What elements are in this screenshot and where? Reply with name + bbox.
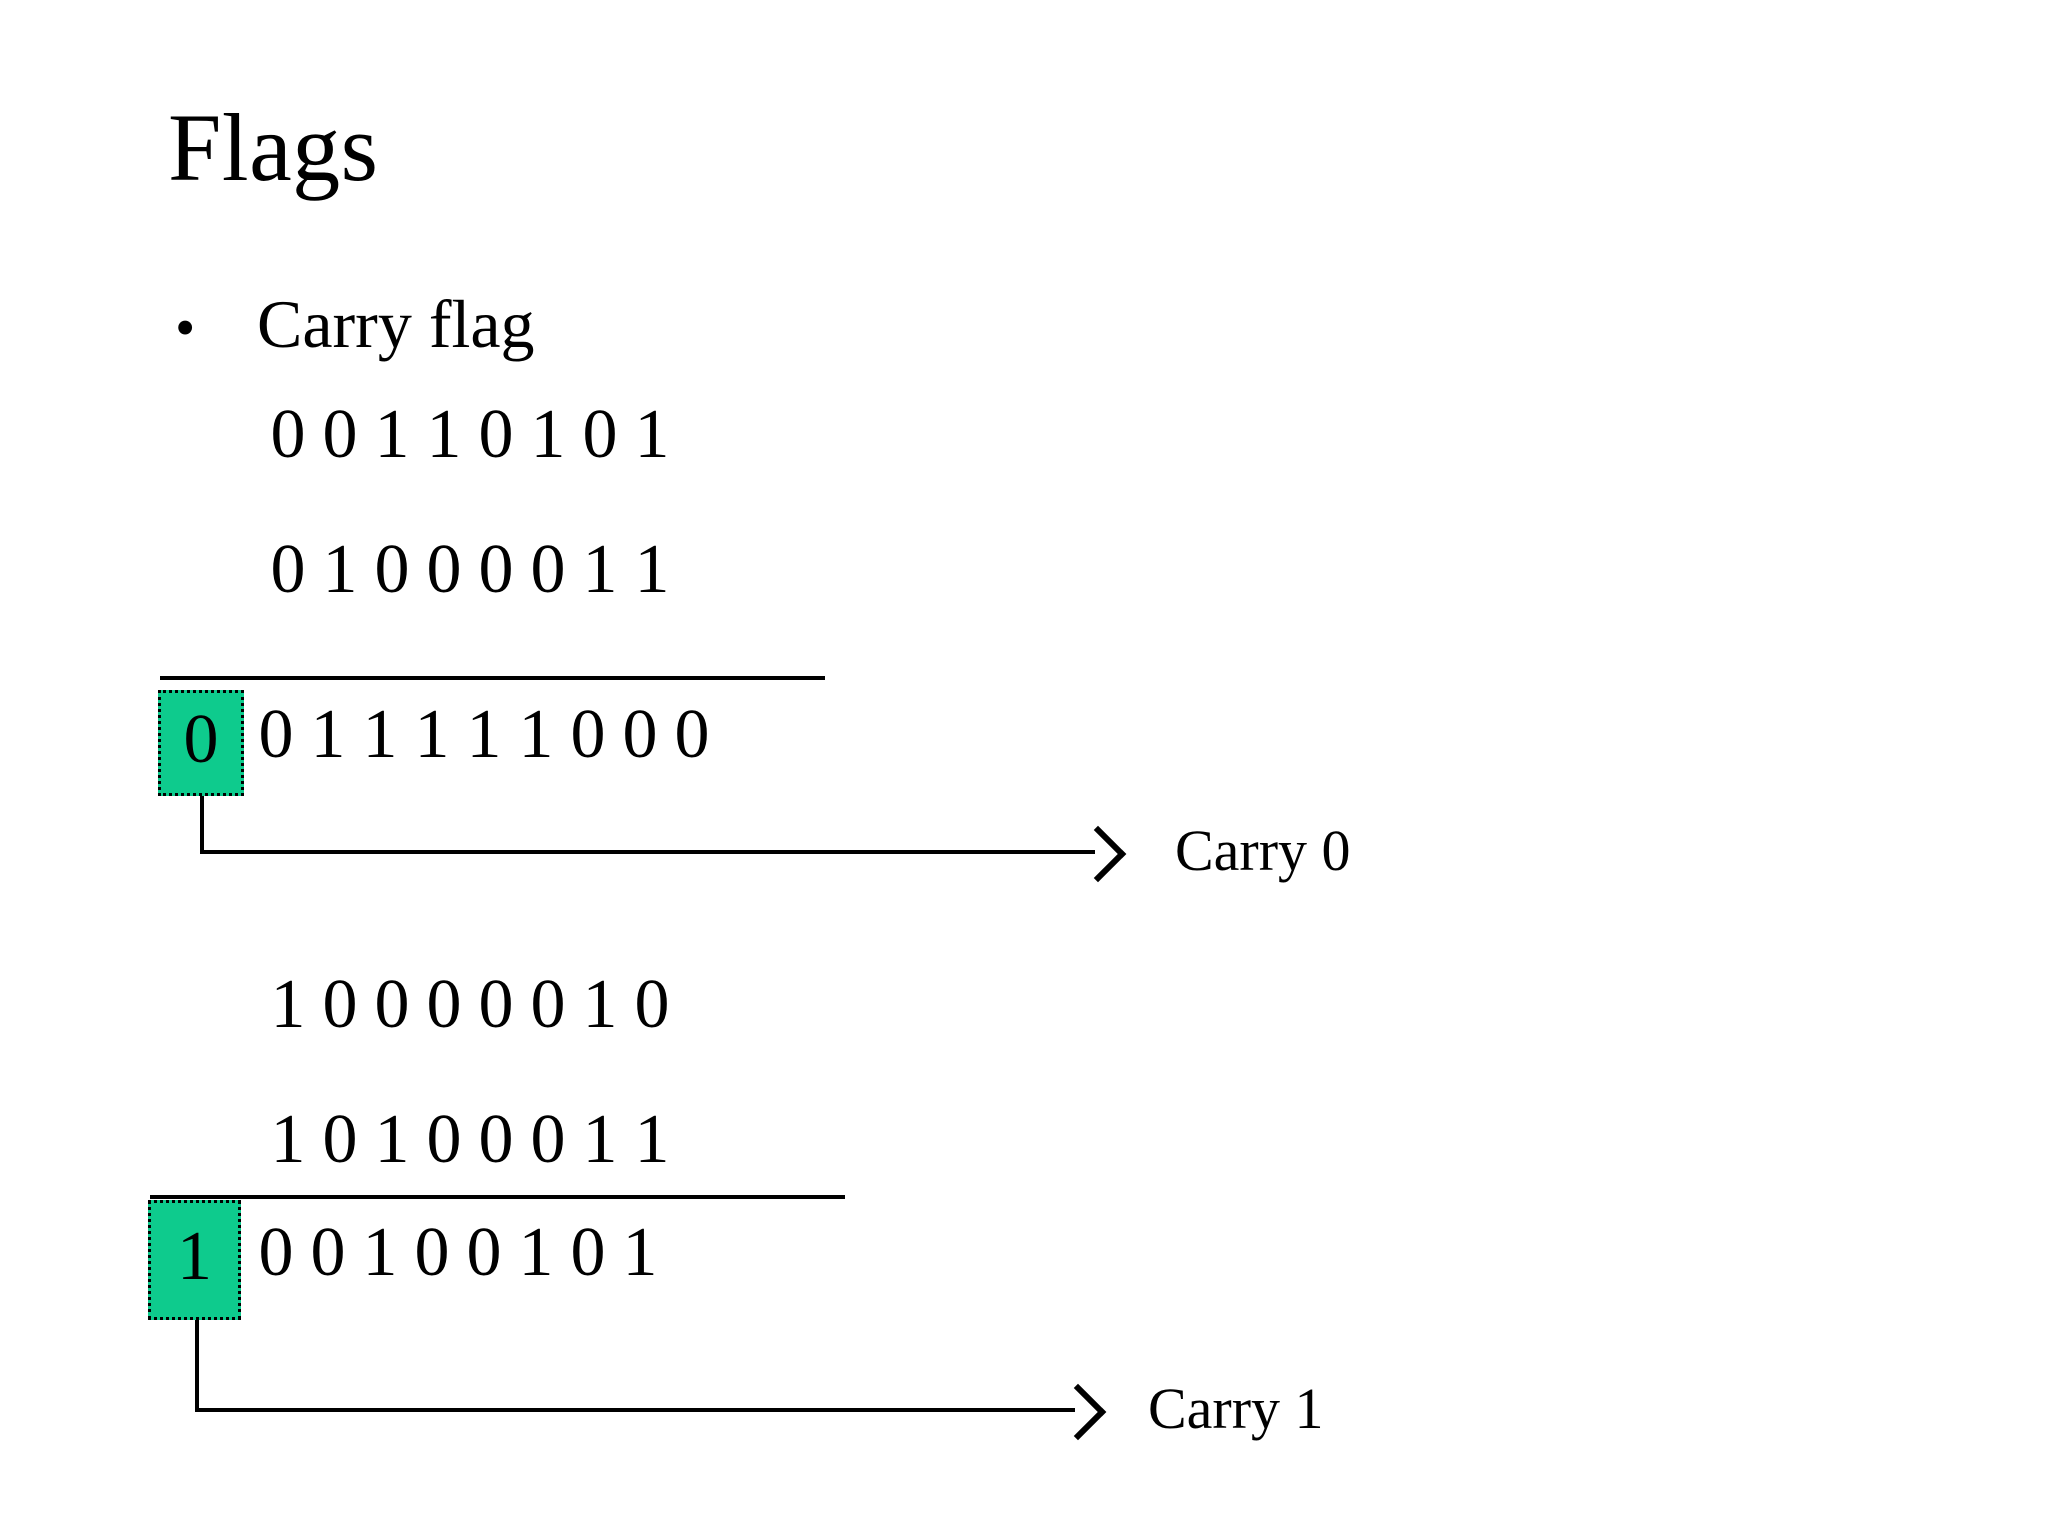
carry-flag-cell[interactable]: 0	[158, 690, 244, 796]
binary-digit: 0	[426, 966, 462, 1043]
binary-digit: 0	[374, 531, 410, 608]
binary-digit: 1	[530, 396, 566, 473]
binary-digit: 0	[622, 696, 658, 773]
carry-output-label: Carry 0	[1175, 818, 1351, 883]
bullet-dot-icon: •	[175, 295, 196, 360]
binary-digit: 1	[414, 696, 450, 773]
binary-digit: 1	[582, 966, 618, 1043]
binary-digit: 0	[478, 531, 514, 608]
binary-digit: 0	[426, 1101, 462, 1178]
binary-digit: 0	[322, 396, 358, 473]
binary-digit: 1	[582, 531, 618, 608]
binary-digit: 1	[362, 1214, 398, 1291]
binary-digit: 1	[582, 1101, 618, 1178]
carry-flag-cell[interactable]: 1	[148, 1200, 241, 1320]
binary-digit: 0	[466, 1214, 502, 1291]
binary-digit: 0	[530, 966, 566, 1043]
binary-digit: 1	[634, 531, 670, 608]
binary-digit: 0	[570, 696, 606, 773]
binary-digit: 1	[270, 1101, 306, 1178]
binary-digit: 0	[270, 396, 306, 473]
binary-digit: 0	[634, 966, 670, 1043]
binary-digit: 0	[570, 1214, 606, 1291]
binary-digit: 0	[322, 1101, 358, 1178]
binary-digit: 1	[426, 396, 462, 473]
binary-digit: 1	[374, 1101, 410, 1178]
binary-digit: 1	[374, 396, 410, 473]
binary-digit: 1	[322, 531, 358, 608]
binary-digit: 0	[414, 1214, 450, 1291]
arrow-head-icon	[1049, 1383, 1107, 1441]
binary-digit: 0	[478, 396, 514, 473]
binary-digit: 1	[634, 1101, 670, 1178]
bullet-list-item: • Carry flag	[175, 290, 535, 358]
binary-digit: 0	[674, 696, 710, 773]
binary-digit: 1	[466, 696, 502, 773]
binary-digit: 1	[622, 1214, 658, 1291]
binary-digit: 0	[258, 1214, 294, 1291]
bullet-item-label: Carry flag	[257, 286, 535, 362]
binary-digit: 1	[518, 696, 554, 773]
binary-digit: 0	[374, 966, 410, 1043]
binary-digit: 1	[310, 696, 346, 773]
binary-digit: 0	[322, 966, 358, 1043]
binary-digit: 0	[530, 1101, 566, 1178]
binary-digit: 0	[426, 531, 462, 608]
carry-output-label: Carry 1	[1148, 1376, 1324, 1441]
binary-digit: 0	[310, 1214, 346, 1291]
binary-digit: 0	[478, 1101, 514, 1178]
connector-vertical-segment	[195, 1320, 199, 1410]
binary-digit: 0	[270, 531, 306, 608]
binary-digit: 0	[530, 531, 566, 608]
binary-digit: 1	[362, 696, 398, 773]
binary-digit: 1	[634, 396, 670, 473]
addition-rule-line	[160, 676, 825, 680]
binary-digit: 0	[582, 396, 618, 473]
page-title: Flags	[168, 94, 379, 201]
addition-rule-line	[150, 1195, 845, 1199]
binary-digit: 1	[518, 1214, 554, 1291]
binary-digit: 0	[258, 696, 294, 773]
binary-digit: 0	[478, 966, 514, 1043]
binary-digit: 1	[270, 966, 306, 1043]
connector-horizontal-segment	[195, 1408, 1075, 1412]
